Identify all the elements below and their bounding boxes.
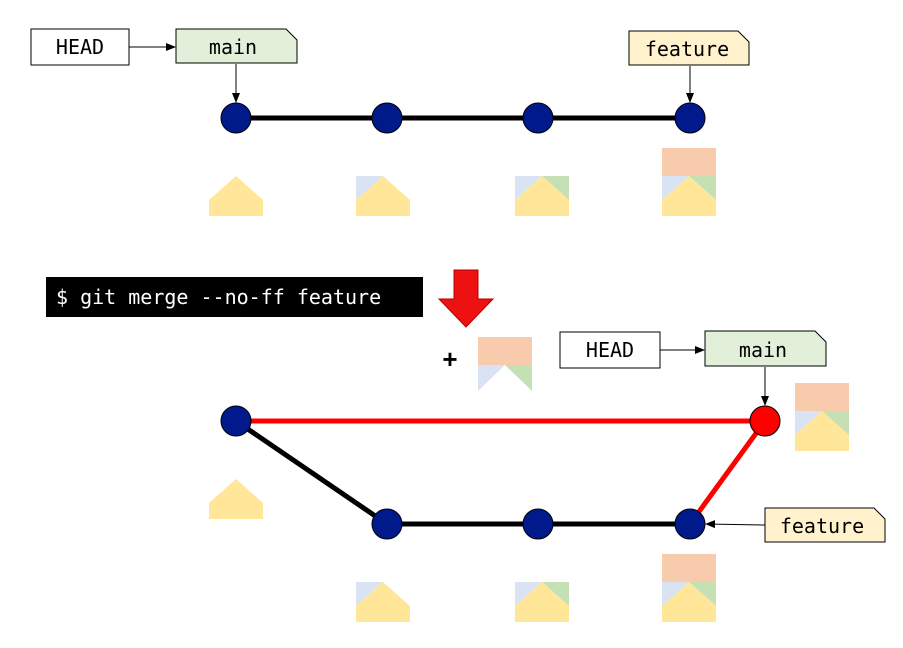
- feature-pointer-arrow: [705, 520, 766, 529]
- snapshot-thumbnail: [209, 479, 263, 519]
- head-label: HEAD: [586, 338, 634, 362]
- commit-edge: [234, 418, 389, 527]
- main-branch-label: main: [739, 338, 787, 362]
- feature-branch-tag: [628, 30, 750, 66]
- head-label: HEAD: [56, 35, 104, 59]
- snapshot-thumbnail: [356, 176, 410, 216]
- command-text: $ git merge --no-ff feature: [56, 285, 381, 309]
- snapshot-thumbnail: [662, 148, 716, 216]
- commit-node: [220, 405, 252, 437]
- feature-branch-label: feature: [645, 37, 729, 61]
- main-branch-tag: [175, 28, 298, 64]
- before-graph: HEAD main feature: [30, 28, 750, 216]
- main-branch-tag: [704, 330, 827, 367]
- command-box: [46, 277, 423, 317]
- after-graph: HEAD main feature: [209, 330, 886, 622]
- snapshot-thumbnail: [356, 582, 410, 622]
- down-arrow-icon: [437, 269, 495, 328]
- commit-node: [220, 102, 252, 134]
- merge-diff-thumbnail: [478, 337, 532, 391]
- commit-node: [674, 508, 706, 540]
- merge-commit-node: [749, 405, 781, 437]
- snapshot-thumbnail: [662, 554, 716, 622]
- commit-node: [371, 508, 403, 540]
- feature-branch-tag: [764, 507, 886, 543]
- commit-node: [522, 102, 554, 134]
- commit-node: [371, 102, 403, 134]
- merge-snapshot-thumbnail: [795, 383, 849, 451]
- merge-edge: [687, 419, 768, 526]
- feature-branch-label: feature: [780, 514, 864, 538]
- plus-sign: +: [442, 344, 457, 374]
- commit-node: [522, 508, 554, 540]
- snapshot-thumbnail: [515, 582, 569, 622]
- commit-node: [674, 102, 706, 134]
- snapshot-thumbnail: [515, 176, 569, 216]
- main-branch-label: main: [209, 35, 257, 59]
- snapshot-thumbnail: [209, 176, 263, 216]
